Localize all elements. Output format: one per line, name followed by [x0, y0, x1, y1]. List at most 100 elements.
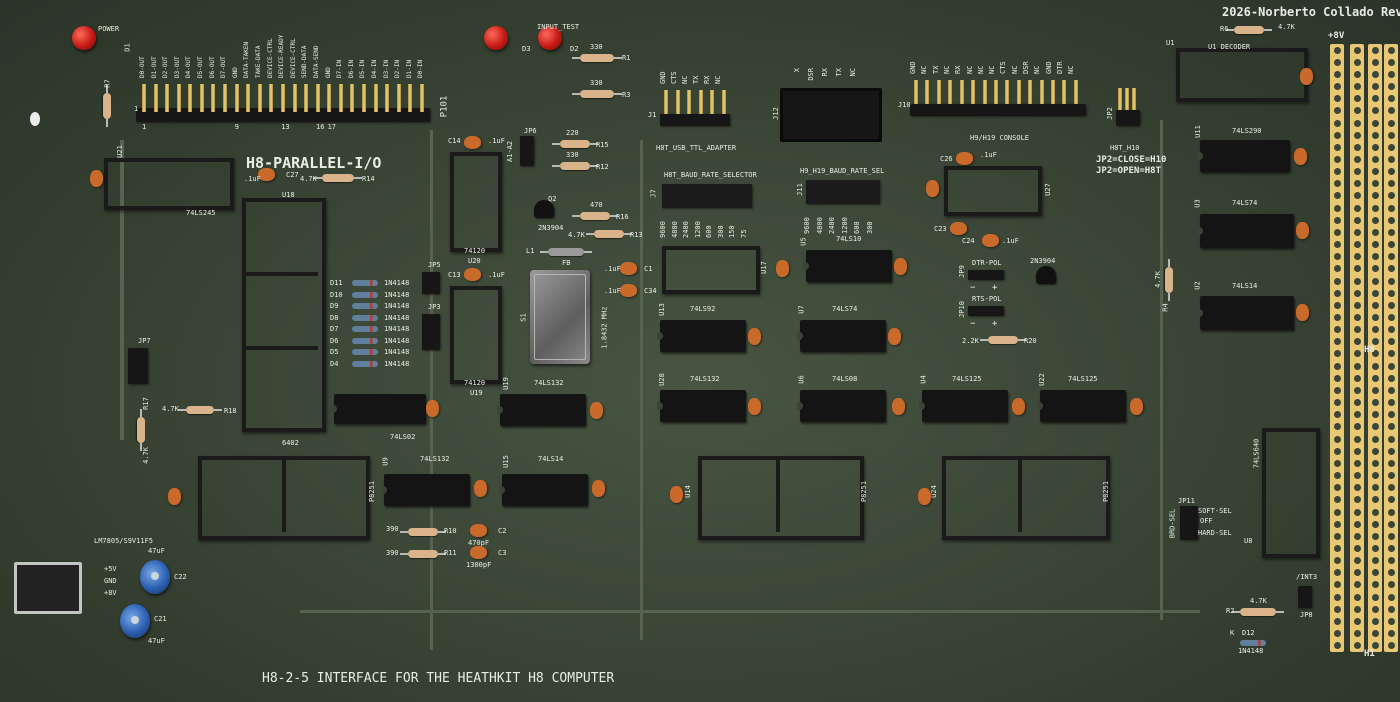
- d12-value: 1N4148: [1238, 647, 1264, 655]
- chip-u19[interactable]: [497, 394, 586, 426]
- u20-socket[interactable]: [450, 152, 502, 252]
- edge-pad: [1387, 155, 1395, 163]
- edge-pad: [1353, 155, 1361, 163]
- jp11-header[interactable]: [1180, 506, 1198, 540]
- edge-pad: [1387, 338, 1395, 346]
- j1-pin-label: NC: [714, 75, 722, 84]
- jp7-header[interactable]: [128, 348, 148, 384]
- edge-pad: [1333, 605, 1341, 613]
- u16-socket[interactable]: [198, 456, 370, 540]
- chip-u3[interactable]: [1197, 214, 1294, 248]
- u19-socket[interactable]: [450, 286, 502, 384]
- c3-label: C3: [498, 549, 507, 557]
- u8-socket[interactable]: [1262, 428, 1320, 558]
- chip-u7[interactable]: [797, 320, 886, 352]
- u24-socket[interactable]: [942, 456, 1110, 540]
- u5-label: U5: [799, 237, 808, 246]
- chip-u2[interactable]: [1197, 296, 1294, 330]
- c22-label: C22: [174, 573, 187, 581]
- j10-pin-label: RX: [954, 65, 963, 74]
- chip-u11[interactable]: [1197, 140, 1290, 172]
- u2-label: U2: [1193, 281, 1202, 290]
- header-pin: [269, 84, 274, 112]
- j10-label: J10: [898, 101, 911, 109]
- edge-pad: [1353, 216, 1361, 224]
- r7-label: R7: [103, 79, 112, 88]
- j1-header[interactable]: [660, 114, 730, 126]
- edge-pad: [1333, 374, 1341, 382]
- j7-header[interactable]: [662, 184, 752, 208]
- jp10-header[interactable]: [968, 306, 1004, 316]
- j10-header[interactable]: [910, 104, 1086, 116]
- capacitor-c9: [474, 480, 487, 497]
- resistor-r17: [137, 417, 145, 443]
- edge-pad: [1353, 423, 1361, 431]
- edge-pad: [1371, 95, 1379, 103]
- edge-pad: [1353, 119, 1361, 127]
- chip-u4[interactable]: [919, 390, 1008, 422]
- u14-socket[interactable]: [698, 456, 864, 540]
- edge-pad: [1353, 192, 1361, 200]
- jp6-header[interactable]: [520, 136, 534, 166]
- baud-rate-label: 1200: [693, 221, 702, 238]
- edge-pad: [1353, 581, 1361, 589]
- edge-pad: [1353, 143, 1361, 151]
- j12-box-header[interactable]: [780, 88, 882, 142]
- edge-pad: [1371, 447, 1379, 455]
- p101-pin-label: D2-IN: [394, 59, 402, 78]
- header-pin: [199, 84, 204, 112]
- u28-type: 74LS132: [690, 375, 720, 383]
- chip-u28[interactable]: [657, 390, 746, 422]
- jp5-header[interactable]: [422, 272, 440, 294]
- r14-label: R14: [362, 175, 375, 183]
- edge-pad: [1353, 508, 1361, 516]
- jp8-header[interactable]: [1298, 586, 1312, 608]
- u1-socket[interactable]: [1176, 48, 1308, 102]
- p101-pin-label: D0-OUT: [139, 56, 146, 78]
- chip-u9[interactable]: [381, 474, 470, 506]
- chip-u22[interactable]: [1037, 390, 1126, 422]
- jp10-label: JP10: [957, 301, 966, 318]
- jp2-header[interactable]: [1116, 110, 1140, 126]
- edge-pad: [1387, 192, 1395, 200]
- chip-u5[interactable]: [803, 250, 892, 282]
- edge-pad: [1353, 557, 1361, 565]
- c2-value: 470pF: [468, 539, 490, 547]
- capacitor-c25: [926, 180, 939, 197]
- edge-pad: [1387, 143, 1395, 151]
- u26-socket[interactable]: [944, 166, 1042, 216]
- edge-pad: [1387, 447, 1395, 455]
- diode-value: 1N4148: [384, 290, 410, 299]
- jp3-header[interactable]: [422, 314, 440, 350]
- header-pin: [914, 80, 918, 106]
- u17-socket[interactable]: [662, 246, 760, 294]
- p101-header[interactable]: [136, 108, 430, 122]
- u18-socket[interactable]: [242, 198, 326, 432]
- c21-value: 47uF: [148, 637, 165, 645]
- header-pin: [710, 90, 715, 116]
- j11-header[interactable]: [806, 180, 880, 204]
- u3-type: 74LS74: [1232, 199, 1258, 207]
- chip-u15[interactable]: [499, 474, 588, 506]
- edge-pad: [1387, 423, 1395, 431]
- q1-value: 2N3904: [1030, 257, 1056, 265]
- jp9-header[interactable]: [968, 270, 1004, 280]
- p101-pin-label: D3-OUT: [173, 56, 181, 78]
- header-pin: [948, 80, 953, 106]
- c14-label: C14: [448, 137, 461, 145]
- chip-74ls02[interactable]: [331, 394, 426, 424]
- j10-pin-label: GND: [909, 61, 917, 74]
- u21-socket[interactable]: [104, 158, 234, 210]
- edge-pad: [1387, 314, 1395, 322]
- p101-pin-label: D3-IN: [382, 59, 390, 78]
- chip-u6[interactable]: [797, 390, 886, 422]
- edge-pad: [1353, 131, 1361, 139]
- j10-pin-label: NC: [965, 65, 974, 74]
- chip-u13[interactable]: [657, 320, 746, 352]
- c1-label: C1: [644, 265, 653, 273]
- socket-bar: [246, 272, 318, 276]
- diode-body: [352, 291, 378, 298]
- baud-rate-label: 1200: [840, 217, 849, 234]
- r13-value: 4.7K: [568, 231, 585, 239]
- usb-adapter-label: H8T_USB_TTL_ADAPTER: [656, 144, 737, 152]
